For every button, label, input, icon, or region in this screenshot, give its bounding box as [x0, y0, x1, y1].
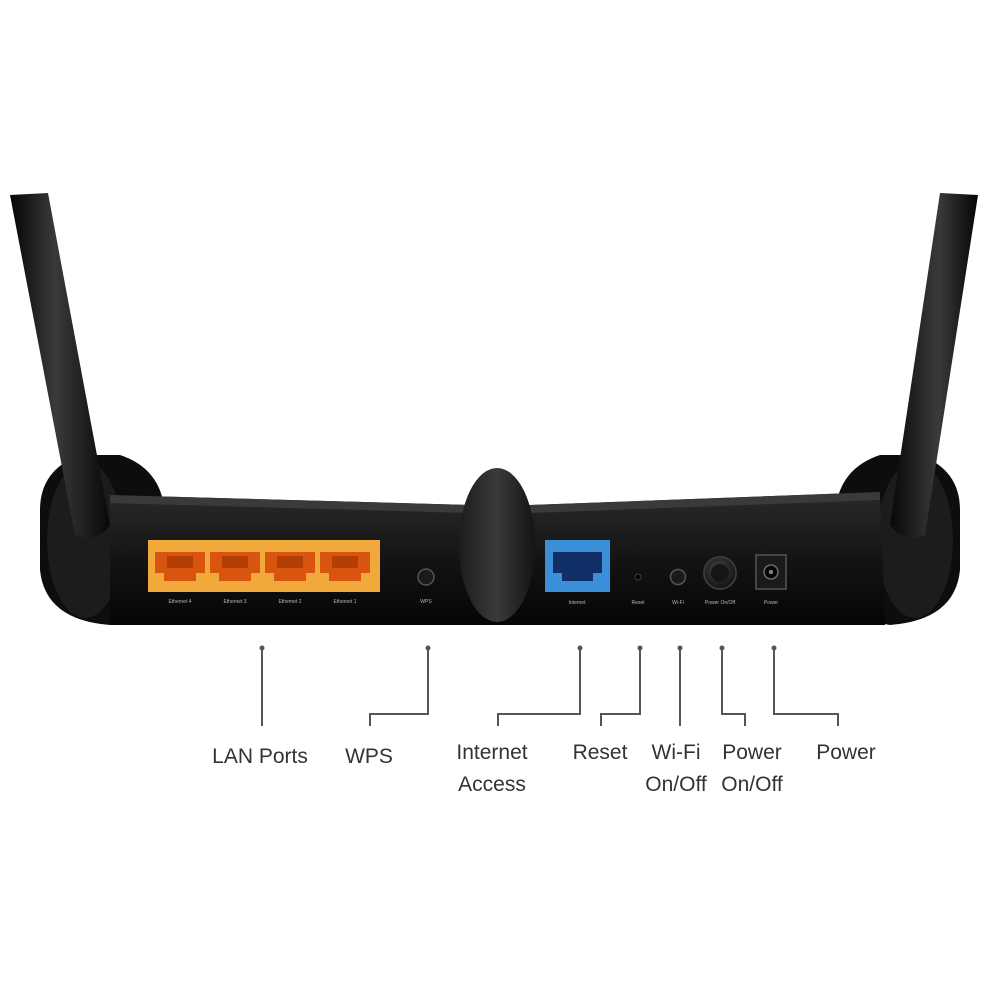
reset-callout-text: Reset: [572, 741, 628, 764]
internet-port-socket[interactable]: [553, 552, 602, 581]
internet-leader-line: [497, 648, 581, 726]
reset-port-label: Reset: [631, 600, 645, 606]
right-antenna: [890, 193, 978, 539]
power-switch-leader-line: [721, 648, 746, 726]
wps-callout: WPS: [345, 741, 393, 773]
power-leader-line: [773, 648, 839, 726]
lan-ports-callout-text: LAN Ports: [212, 745, 308, 768]
wifi-leader-dot: [677, 645, 683, 651]
power-switch-knob-center: [711, 564, 729, 582]
wifi-port-label: Wi-Fi: [672, 600, 684, 606]
wps-leader-dot: [425, 645, 431, 651]
internet-leader-dot: [577, 645, 583, 651]
power-switch-callout-line1: Power: [722, 741, 782, 764]
lan-port-socket-inner: [277, 556, 303, 568]
power-callout-text: Power: [816, 741, 876, 764]
wifi-callout-line1: Wi-Fi: [651, 741, 701, 764]
lan-port-socket-inner: [167, 556, 193, 568]
reset-leader-dot: [637, 645, 643, 651]
wps-callout-text: WPS: [345, 745, 393, 768]
power-switch-port-label: Power On/Off: [705, 600, 736, 606]
wps-port-label: WPS: [420, 599, 432, 605]
lan-port-label: Ethernet 4: [168, 599, 191, 605]
power-jack-pin: [769, 570, 773, 574]
power-callout: Power: [816, 737, 876, 769]
wifi-onoff-callout: Wi-Fi On/Off: [645, 737, 706, 801]
lan-ports-callout: LAN Ports: [212, 741, 308, 773]
reset-callout: Reset: [573, 737, 628, 769]
wifi-button[interactable]: [669, 568, 687, 586]
lan-port-socket-inner: [222, 556, 248, 568]
wifi-callout-line2: On/Off: [645, 773, 707, 796]
reset-pinhole[interactable]: [634, 573, 642, 581]
router-top-edge: [110, 492, 880, 513]
internet-port-label: Internet: [569, 600, 587, 606]
lan-port-socket-inner: [332, 556, 358, 568]
power-switch-leader-dot: [719, 645, 725, 651]
center-oval-badge: [459, 468, 535, 622]
internet-callout-line1: Internet: [456, 741, 528, 764]
power-onoff-callout: Power On/Off: [721, 737, 782, 801]
lan-port-label: Ethernet 2: [278, 599, 301, 605]
lan-port-label: Ethernet 1: [333, 599, 356, 605]
internet-callout-line2: Access: [458, 773, 526, 796]
wps-button[interactable]: [417, 568, 435, 586]
lan-leader-dot: [259, 645, 265, 651]
power-switch-callout-line2: On/Off: [721, 773, 783, 796]
power-leader-dot: [771, 645, 777, 651]
left-antenna: [10, 193, 110, 539]
internet-access-callout: Internet Access: [456, 737, 527, 801]
power-port-label: Power: [764, 600, 779, 606]
reset-leader-line: [600, 648, 641, 726]
wps-leader-line: [369, 648, 429, 726]
lan-port-label: Ethernet 3: [223, 599, 246, 605]
